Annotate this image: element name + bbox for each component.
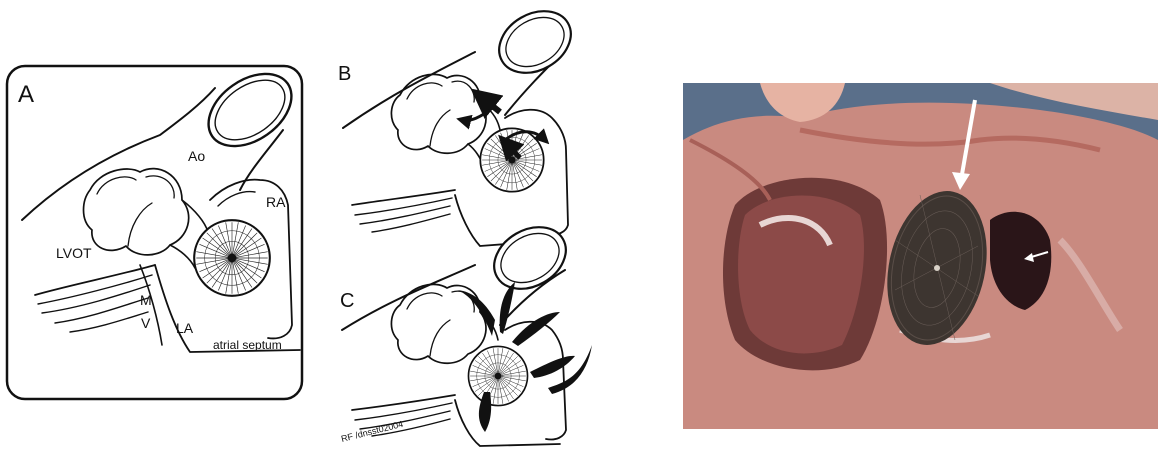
label-atrial-septum: atrial septum	[213, 338, 282, 352]
label-ao: Ao	[188, 148, 205, 164]
panel-a-letter: A	[18, 81, 34, 108]
panel-c-letter: C	[340, 290, 354, 312]
autopsy-photo	[683, 83, 1158, 429]
label-la: LA	[176, 320, 194, 336]
panel-b-letter: B	[338, 63, 351, 85]
panel-a: A Ao RA LVOT M V LA atrial septum	[7, 59, 305, 399]
panel-c: C RF /dnsst02004	[340, 215, 592, 446]
label-ra: RA	[266, 194, 286, 210]
label-mv-v: V	[141, 315, 151, 331]
label-mv-m: M	[140, 292, 152, 308]
label-lvot: LVOT	[56, 245, 92, 261]
panel-b: B	[338, 0, 582, 246]
credit-signature: RF /dnsst02004	[340, 419, 404, 444]
